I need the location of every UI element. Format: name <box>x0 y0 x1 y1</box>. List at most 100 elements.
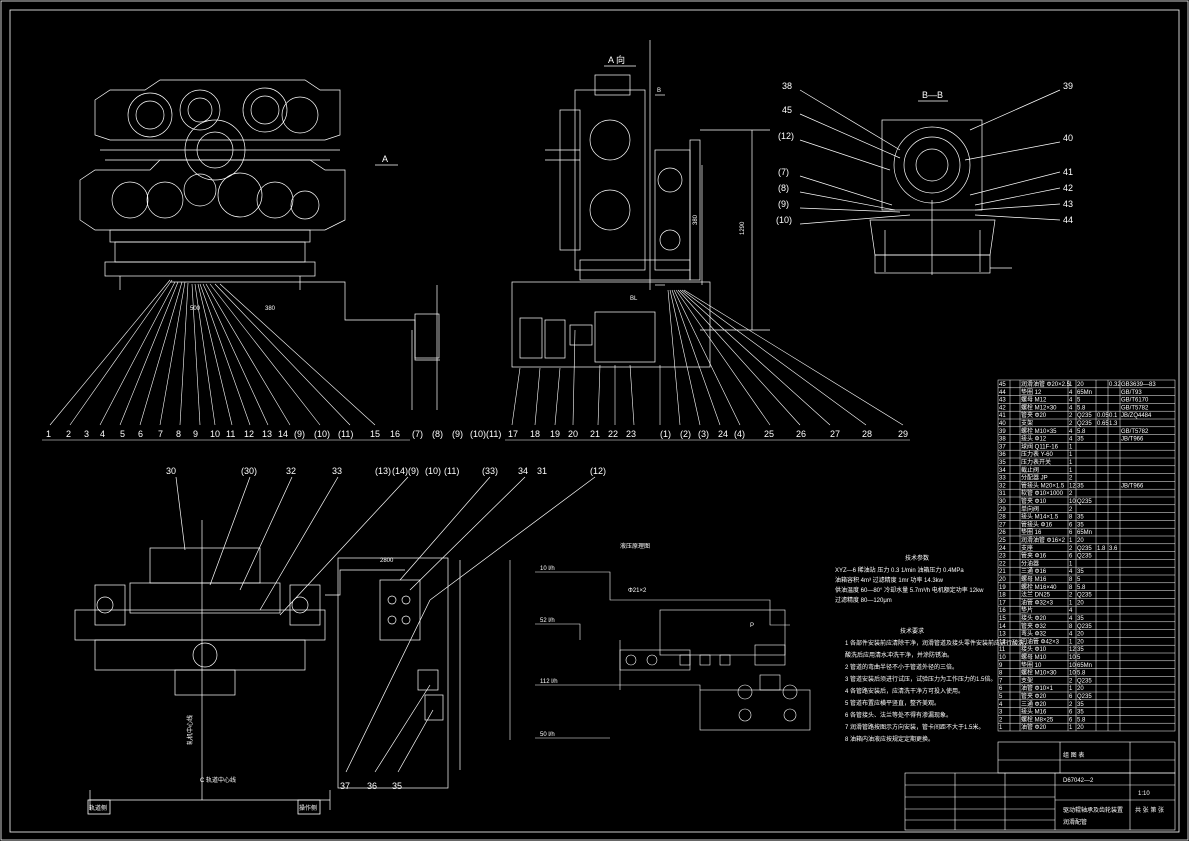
side-view: A 向 B 1290 380 BL <box>511 40 770 368</box>
bom-cell: 29 <box>999 507 1006 513</box>
bom-cell: 35 <box>999 460 1006 466</box>
part-balloon: (9) <box>294 429 305 439</box>
bom-cell: 油管 Φ20 <box>1021 723 1047 731</box>
bom-cell: 压力表 Y-60 <box>1021 450 1053 458</box>
bom-frame <box>997 379 1176 732</box>
bom-cell: 管接头 Φ16 <box>1021 520 1053 528</box>
svg-text:B: B <box>657 88 661 94</box>
bom-cell: 2 <box>1069 413 1073 419</box>
bom-cell: 6 <box>999 686 1003 692</box>
bom-cell: 螺栓 M10×35 <box>1021 427 1057 435</box>
part-balloon: 4 <box>100 429 105 439</box>
svg-text:2800: 2800 <box>380 558 394 564</box>
bom-cell: 7 <box>999 678 1003 684</box>
bom-cell: 35 <box>1077 515 1084 521</box>
bom-cell: 39 <box>999 429 1006 435</box>
bom-cell: 1 <box>1069 686 1073 692</box>
part-balloon: 32 <box>286 466 296 476</box>
bom-cell: 接头 M14×1.5 <box>1021 513 1059 521</box>
bom-cell: 5.8 <box>1077 429 1086 435</box>
bom-cell: 压力表开关 <box>1021 458 1051 466</box>
bom-cell: 23 <box>999 554 1006 560</box>
bom-cell: 油管 Φ10×1 <box>1021 684 1054 692</box>
bom-cell: 螺栓 M10×30 <box>1021 669 1057 677</box>
bom-cell: 管夹 Φ20 <box>1021 411 1047 419</box>
part-balloon: 38 <box>782 81 792 91</box>
bom-cell: 4 <box>1069 632 1073 638</box>
part-balloon: 39 <box>1063 81 1073 91</box>
bom-cell: 1 <box>1069 561 1073 567</box>
bom-cell: 1 <box>999 725 1003 731</box>
label-left: 轨道侧 <box>89 804 107 812</box>
bom-cell: 14 <box>999 624 1006 630</box>
part-balloon: 44 <box>1063 215 1073 225</box>
svg-text:112 l/h: 112 l/h <box>540 679 558 685</box>
bom-cell: 35 <box>1077 483 1084 489</box>
bom-cell: 33 <box>999 476 1006 482</box>
part-balloon: 31 <box>537 466 547 476</box>
bom-cell: 润滑油管 Φ16×2 <box>1021 536 1066 544</box>
bom-cell: 4 <box>1069 569 1073 575</box>
part-balloon: 23 <box>626 429 636 439</box>
part-balloon: (9) <box>408 466 419 476</box>
svg-text:380: 380 <box>265 306 276 312</box>
part-balloon: 20 <box>568 429 578 439</box>
part-balloon: 10 <box>210 429 220 439</box>
bom-cell: Q235 <box>1077 593 1092 599</box>
main-view-label: A <box>382 154 388 164</box>
svg-text:XYZ—6 稀油站 压力 0.3 1/min 油箱: XYZ—6 稀油站 压力 0.3 1/min 油箱压力 0.4MPa <box>835 566 964 574</box>
bom-cell: 三通 Φ20 <box>1021 700 1047 708</box>
bom-cell: 43 <box>999 398 1006 404</box>
bom-cell: 4 <box>1069 390 1073 396</box>
bom-cell: 分油器 <box>1021 559 1039 567</box>
bom-cell: Q235 <box>1077 413 1092 419</box>
bom-cell: 18 <box>999 593 1006 599</box>
bom-cell: 42 <box>999 405 1006 411</box>
svg-text:1290: 1290 <box>740 221 746 235</box>
svg-text:P: P <box>750 623 754 629</box>
part-balloon: (11) <box>338 429 353 439</box>
bom-cell: 1 <box>1069 725 1073 731</box>
bom-cell: 2 <box>1069 593 1073 599</box>
svg-text:50 l/h: 50 l/h <box>540 732 555 738</box>
bom-cell: 2 <box>1069 421 1073 427</box>
part-balloon: (7) <box>412 429 423 439</box>
part-balloon: 28 <box>862 429 872 439</box>
spec-title: 技术参数 <box>905 554 929 562</box>
bom-cell: 44 <box>999 390 1006 396</box>
part-balloon: (10) <box>314 429 330 439</box>
svg-text:Φ21×2: Φ21×2 <box>628 588 647 594</box>
part-balloon: 2 <box>66 429 71 439</box>
bom-cell: 20 <box>1077 639 1084 645</box>
bom-cell: 17 <box>999 600 1006 606</box>
part-balloon: (10) <box>470 429 486 439</box>
bom-cell: 30 <box>999 499 1006 505</box>
bom-cell: 21 <box>999 569 1006 575</box>
part-balloon: 36 <box>367 781 377 791</box>
bom-cell: 支架 <box>1021 419 1033 427</box>
bom-cell: 1 <box>1069 538 1073 544</box>
part-balloon: 13 <box>262 429 272 439</box>
bom-cell: 6 <box>1069 717 1073 723</box>
bom-cell: 36 <box>999 452 1006 458</box>
bom-cell: 接头 Φ10 <box>1021 645 1047 653</box>
bom-cell: 接头 Φ20 <box>1021 614 1047 622</box>
bom-cell: 接头 Φ12 <box>1021 435 1047 443</box>
part-balloon: 17 <box>508 429 518 439</box>
part-balloon: (7) <box>778 167 789 177</box>
part-balloon: 19 <box>550 429 560 439</box>
bom-cell: 弯头 Φ32 <box>1021 630 1047 638</box>
part-balloon: (9) <box>452 429 463 439</box>
bom-cell: 0.1 <box>1109 413 1118 419</box>
part-balloon: 12 <box>244 429 254 439</box>
bom-cell: 4 <box>1069 437 1073 443</box>
bom-cell: 4 <box>999 702 1003 708</box>
bom-cell: 65Mn <box>1077 663 1092 669</box>
bom-cell: 5 <box>1077 577 1081 583</box>
material-label: 组 图 表 <box>1063 751 1084 759</box>
bom-cell: GB3639—83 <box>1121 382 1156 388</box>
bom-cell: 法兰 DN25 <box>1021 591 1051 599</box>
section-view-label: B—B <box>922 90 943 100</box>
